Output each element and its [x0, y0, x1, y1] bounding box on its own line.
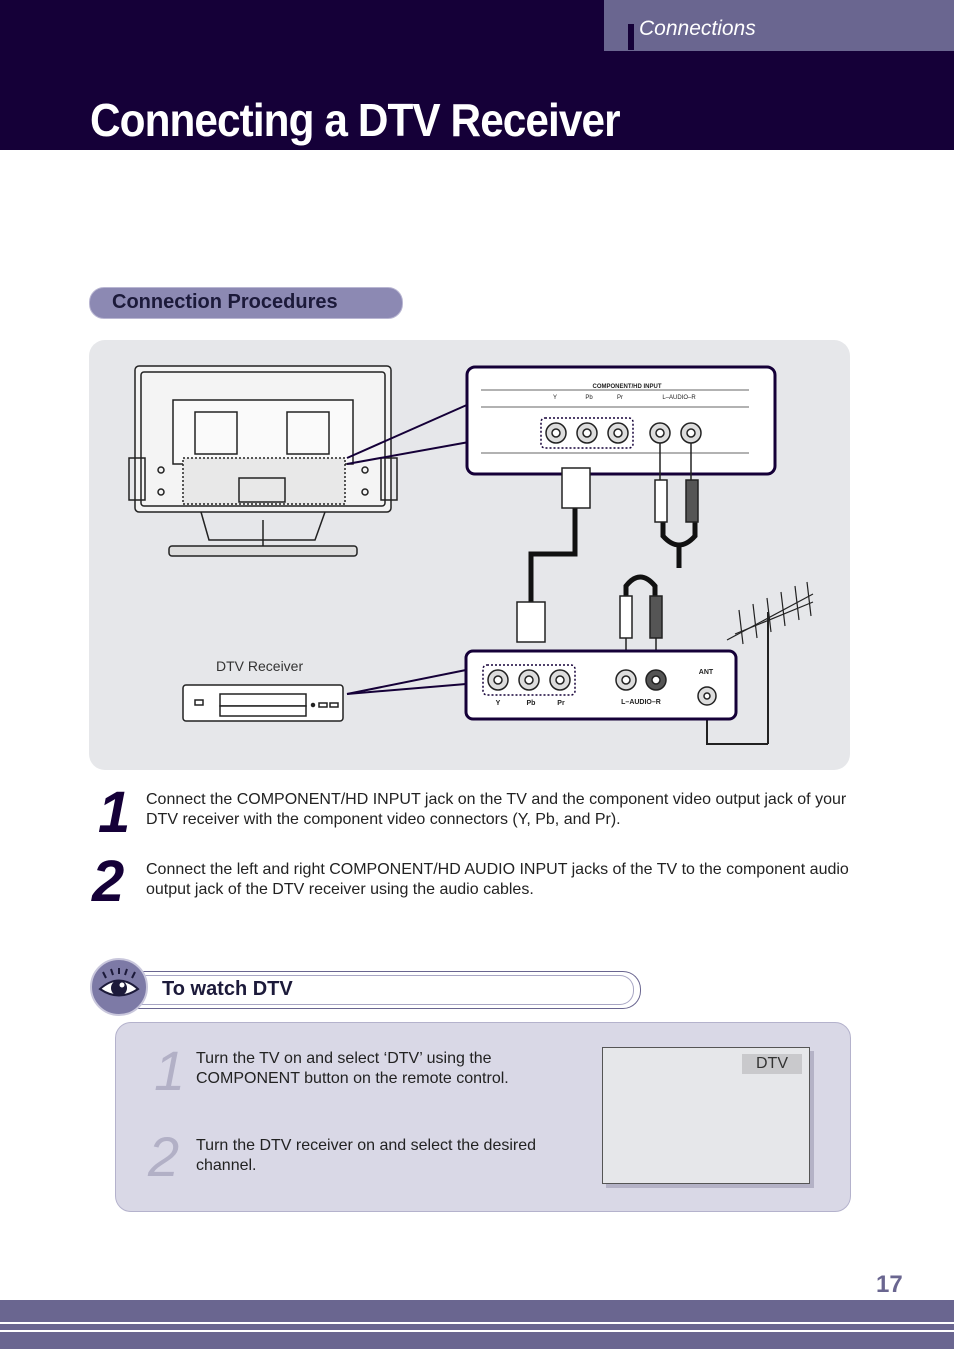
tv-input-panel: COMPONENT/HD INPUT Y Pb Pr L–AUDIO–R — [465, 365, 777, 476]
tv-component-jacks — [545, 422, 629, 444]
step-number: 1 — [98, 780, 131, 845]
eye-icon-svg — [98, 968, 140, 997]
tv-audio-jacks — [649, 422, 702, 444]
tv-screen-preview: DTV — [602, 1047, 810, 1184]
dtv-receiver-illustration — [182, 684, 344, 722]
watch-heading-bar — [118, 971, 641, 1009]
section-label: Connections — [639, 17, 756, 40]
tv-back-illustration — [128, 365, 398, 557]
receiver-jack-label-pr: Pr — [557, 700, 565, 707]
footer-line-1 — [0, 1322, 954, 1324]
receiver-audio-label: L–AUDIO–R — [621, 699, 661, 706]
watch-heading: To watch DTV — [162, 978, 293, 1000]
antenna-illustration — [706, 581, 814, 745]
receiver-callout-line-top — [346, 669, 467, 695]
watch-step-text-1: Turn the TV on and select ‘DTV’ using th… — [196, 1050, 509, 1087]
tv-jack-label-pr: Pr — [617, 395, 623, 401]
section-tab-marker — [628, 24, 634, 50]
page-number: 17 — [876, 1271, 903, 1298]
eye-icon — [90, 958, 148, 1016]
audio-cable — [623, 520, 698, 598]
screen-source-label: DTV — [742, 1054, 802, 1074]
component-plug-bottom — [516, 601, 546, 643]
step-text: Connect the left and right COMPONENT/HD … — [146, 861, 849, 898]
receiver-callout-line-bottom — [346, 683, 467, 695]
audio-plugs — [619, 443, 699, 670]
watch-dtv-panel: 1 Turn the TV on and select ‘DTV’ using … — [115, 1022, 851, 1212]
watch-heading-bar-inner — [128, 975, 634, 1005]
receiver-jack-label-pb: Pb — [527, 700, 536, 707]
section-tab: Connections — [604, 0, 954, 51]
watch-step-text-2: Turn the DTV receiver on and select the … — [196, 1137, 537, 1174]
tv-audio-label: L–AUDIO–R — [662, 395, 696, 401]
watch-step-number-2: 2 — [148, 1125, 180, 1188]
procedures-heading-label: Connection Procedures — [112, 291, 338, 313]
watch-step-number-1: 1 — [154, 1039, 186, 1102]
procedures-heading: Connection Procedures — [89, 287, 403, 319]
receiver-output-panel: Y Pb Pr L–AUDIO–R ANT — [464, 649, 738, 721]
footer-line-2 — [0, 1330, 954, 1332]
tv-jack-label-y: Y — [553, 395, 557, 401]
receiver-jack-label-y: Y — [496, 700, 501, 707]
step-text: Connect the COMPONENT/HD INPUT jack on t… — [146, 791, 847, 828]
receiver-ant-label: ANT — [699, 669, 714, 676]
receiver-component-jacks — [487, 669, 571, 691]
connection-diagram: COMPONENT/HD INPUT Y Pb Pr L–AUDIO–R — [89, 340, 850, 770]
dtv-receiver-label: DTV Receiver — [216, 658, 304, 674]
tv-callout-lines — [346, 403, 470, 465]
component-cable — [528, 508, 578, 602]
tv-jack-label-pb: Pb — [585, 395, 593, 401]
step-number: 2 — [92, 849, 125, 914]
footer-band — [0, 1300, 954, 1349]
receiver-audio-jacks — [615, 669, 667, 691]
tv-panel-title: COMPONENT/HD INPUT — [593, 384, 662, 390]
page-title: Connecting a DTV Receiver — [90, 94, 621, 146]
connection-diagram-svg: COMPONENT/HD INPUT Y Pb Pr L–AUDIO–R — [128, 365, 814, 745]
component-plug-top — [561, 467, 591, 509]
receiver-ant-jack — [697, 686, 717, 706]
